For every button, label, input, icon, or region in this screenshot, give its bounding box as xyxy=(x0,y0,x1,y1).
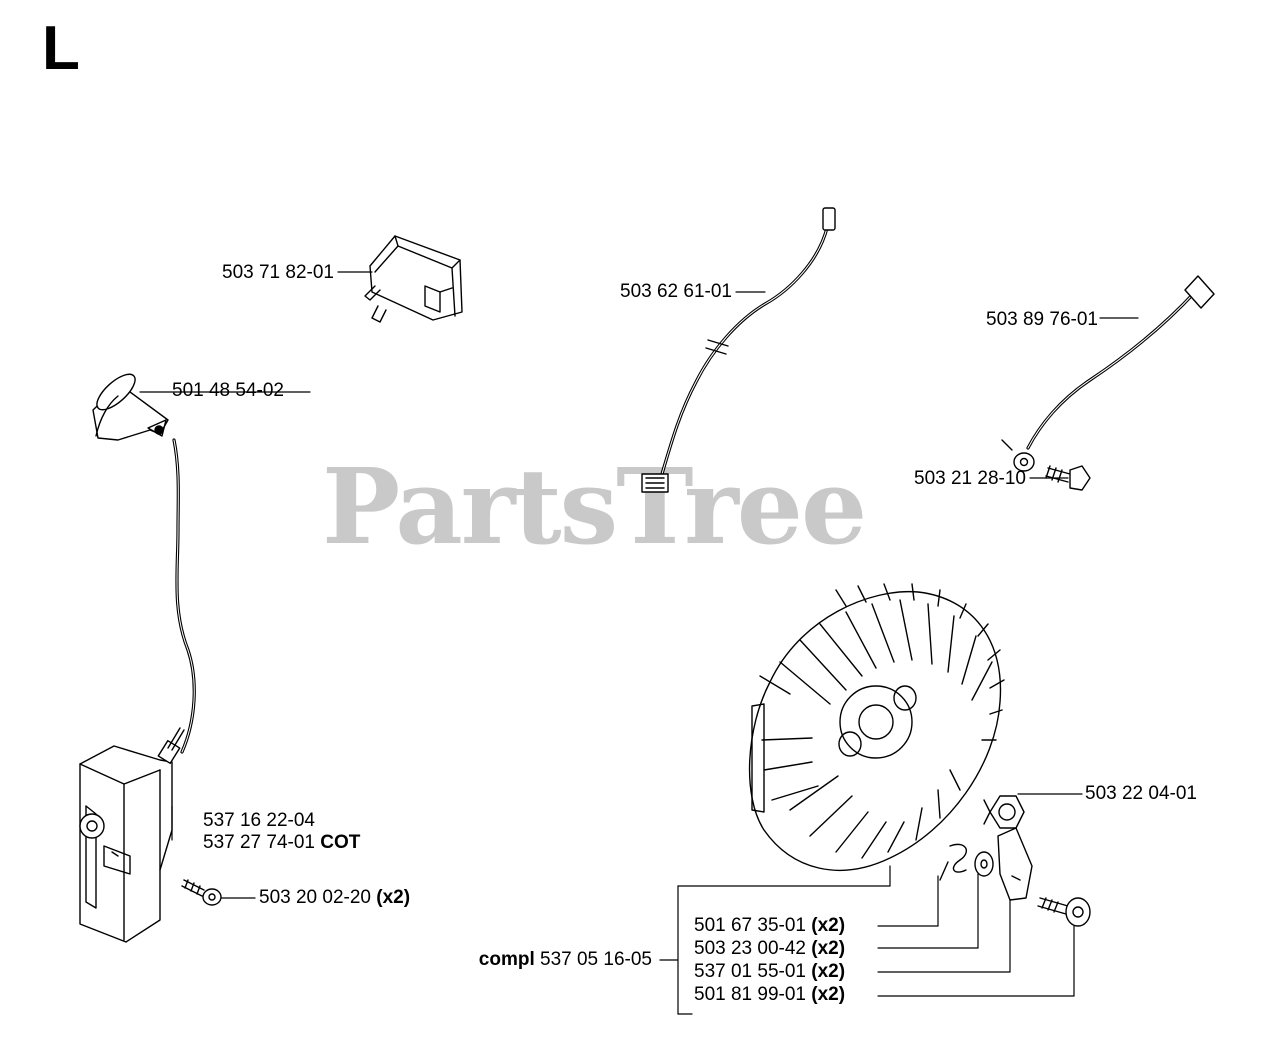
coil-cot-suffix: COT xyxy=(320,832,361,853)
kit-item-qty: (x2) xyxy=(811,915,846,936)
label-ground-screw: 503 21 28-10 xyxy=(914,468,1026,489)
flywheel-drawing xyxy=(748,583,1005,871)
kit-item: 501 81 99-01 (x2) xyxy=(694,984,845,1006)
section-letter: L xyxy=(42,14,80,83)
label-spark-cap: 501 48 54-02 xyxy=(172,380,284,401)
compl-prefix: compl xyxy=(478,949,535,970)
label-coil-screw: 503 20 02-20 (x2) xyxy=(259,887,410,909)
label-compl: compl 537 05 16-05 xyxy=(432,949,652,971)
label-coil-cot: 537 27 74-01 COT xyxy=(203,832,360,854)
ground-wire-drawing xyxy=(1001,275,1215,491)
kit-item-qty: (x2) xyxy=(811,938,846,959)
kit-item: 501 67 35-01 (x2) xyxy=(694,915,845,937)
watermark: PartsTree xyxy=(322,445,867,568)
label-short-wire: 503 62 61-01 xyxy=(620,281,732,302)
flywheel-nut-drawing xyxy=(983,795,1025,829)
kit-item: 537 01 55-01 (x2) xyxy=(694,961,845,983)
kit-item-part: 503 23 00-42 xyxy=(694,938,806,959)
coil-drawing xyxy=(79,727,185,943)
coil-cot-part: 537 27 74-01 xyxy=(203,832,315,853)
coil-screw-qty: (x2) xyxy=(376,887,411,908)
kit-item-qty: (x2) xyxy=(811,961,846,982)
label-ground-wire: 503 89 76-01 xyxy=(986,309,1098,330)
coil-screw-drawing xyxy=(181,879,222,906)
label-switch: 503 71 82-01 xyxy=(222,262,334,283)
kit-item-qty: (x2) xyxy=(811,984,846,1005)
short-wire-drawing xyxy=(641,207,836,493)
label-coil: 537 16 22-04 xyxy=(203,810,315,831)
label-flywheel-nut: 503 22 04-01 xyxy=(1085,783,1197,804)
spark-cap-drawing xyxy=(92,373,169,441)
kit-item-part: 501 67 35-01 xyxy=(694,915,806,936)
switch-drawing xyxy=(364,235,463,323)
leader-lines xyxy=(139,271,1139,1015)
kit-item-part: 501 81 99-01 xyxy=(694,984,806,1005)
kit-item: 503 23 00-42 (x2) xyxy=(694,938,845,960)
compl-part: 537 05 16-05 xyxy=(540,949,652,970)
coil-screw-part: 503 20 02-20 xyxy=(259,887,371,908)
kit-parts-drawing xyxy=(939,827,1091,927)
kit-item-part: 537 01 55-01 xyxy=(694,961,806,982)
